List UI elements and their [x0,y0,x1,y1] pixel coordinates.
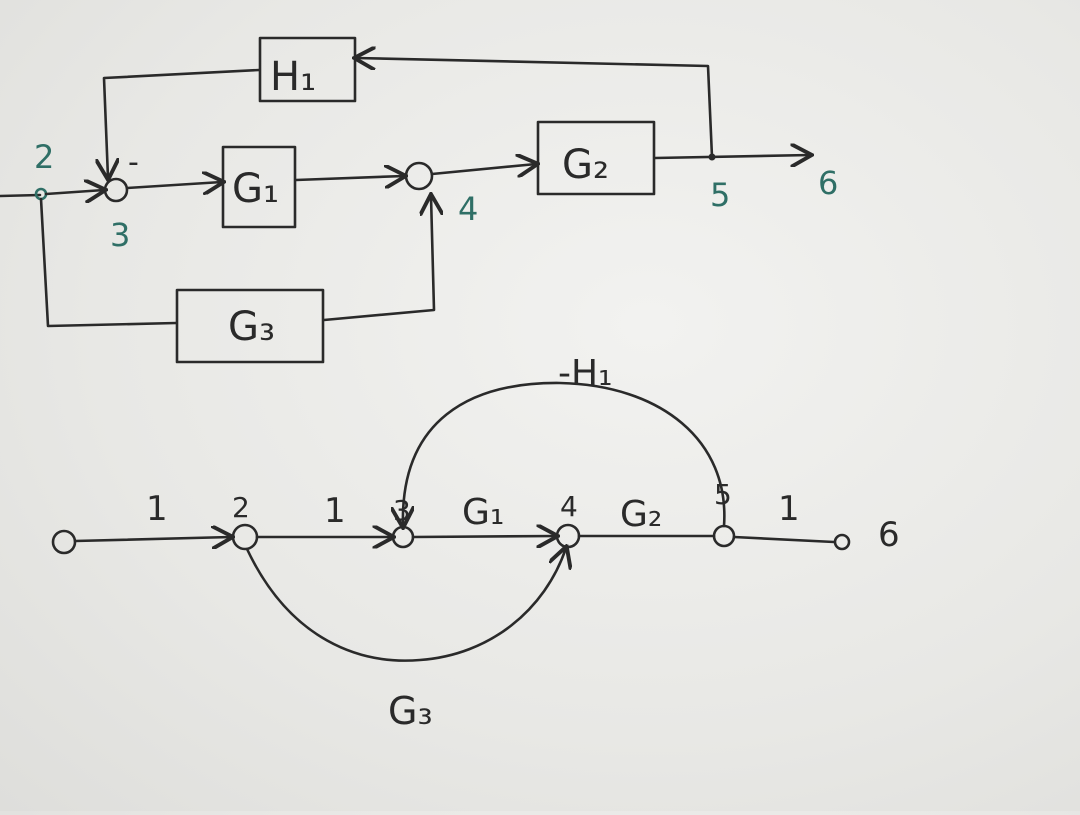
g3-block-label: G₃ [228,304,275,350]
block-diagram: 2 - 3 G₁ 4 G₂ 5 6 H₁ G₃ [0,36,838,364]
branch-feedback [403,381,726,526]
line-g1-to-4 [294,176,404,180]
line-4-to-g2 [430,164,536,174]
signal-flow-graph: 2 3 4 5 6 1 1 G₁ G₂ 1 -H₁ G₃ [51,353,900,733]
summing-junction-4 [404,161,434,191]
input-line [0,193,42,198]
branch-label-5-6: 1 [778,489,800,529]
branch-g3 [245,548,566,662]
g2-block-label: G₂ [562,142,609,188]
line-3-to-g1 [125,182,222,188]
sfg-node-5 [712,524,736,548]
summing-junction-3 [103,177,129,203]
branch-5-6 [732,535,836,544]
feedback-line-to-3 [104,68,261,178]
sfg-node-3 [391,525,415,549]
node-label-5: 5 [710,176,730,214]
sfg-node-4 [555,523,581,549]
branch-label-1-2: 1 [146,489,168,529]
sfg-node-label-2: 2 [232,491,250,524]
g3-block [175,288,325,364]
sfg-node-label-4: 4 [560,490,578,523]
g1-block [221,145,297,229]
branch-label-2-3: 1 [324,491,346,531]
sfg-node-2 [231,523,259,551]
line-2-to-g3 [39,197,178,328]
branch-label-4-5: G₂ [620,494,662,535]
branch-label-feedback: -H₁ [558,353,613,394]
line-2-to-3 [44,190,104,194]
sfg-node-label-6: 6 [878,515,900,555]
line-g3-to-4 [322,196,434,322]
feedback-line-to-h1 [356,58,714,159]
branch-label-3-4: G₁ [462,492,504,533]
sfg-node-6 [833,533,851,551]
output-line [653,155,810,158]
node-label-4: 4 [458,190,478,228]
h1-block-label: H₁ [270,54,316,100]
sfg-node-1 [51,529,77,555]
node-label-2: 2 [34,138,54,176]
branch-3-4 [411,536,556,537]
g1-block-label: G₁ [232,166,279,212]
node-label-3: 3 [110,216,130,254]
branch-label-g3: G₃ [388,689,433,733]
branch-1-2 [73,537,231,541]
node-label-6: 6 [818,164,838,202]
minus-sign: - [128,145,139,180]
